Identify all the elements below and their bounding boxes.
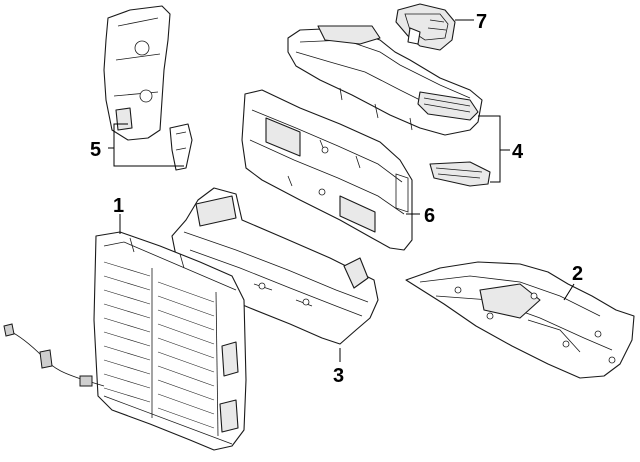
part-3-lower-tray <box>171 187 379 345</box>
leader-lines <box>108 19 575 362</box>
callout-5: 5 <box>90 139 101 161</box>
callout-7: 7 <box>476 11 487 33</box>
wiring-harness <box>3 323 105 387</box>
part-4-air-duct <box>287 25 483 136</box>
part-1-shutter-assembly <box>93 231 247 451</box>
part-6-radiator-support <box>241 89 413 251</box>
part-7-bracket <box>395 3 456 51</box>
callout-6: 6 <box>424 205 435 227</box>
part-2-under-shield <box>405 261 635 379</box>
callout-4: 4 <box>512 141 524 163</box>
part-5-baffle <box>103 5 193 171</box>
callout-2: 2 <box>572 263 583 285</box>
part-4-lower-duct <box>429 161 491 187</box>
callout-3: 3 <box>333 365 344 387</box>
callout-1: 1 <box>113 195 124 217</box>
